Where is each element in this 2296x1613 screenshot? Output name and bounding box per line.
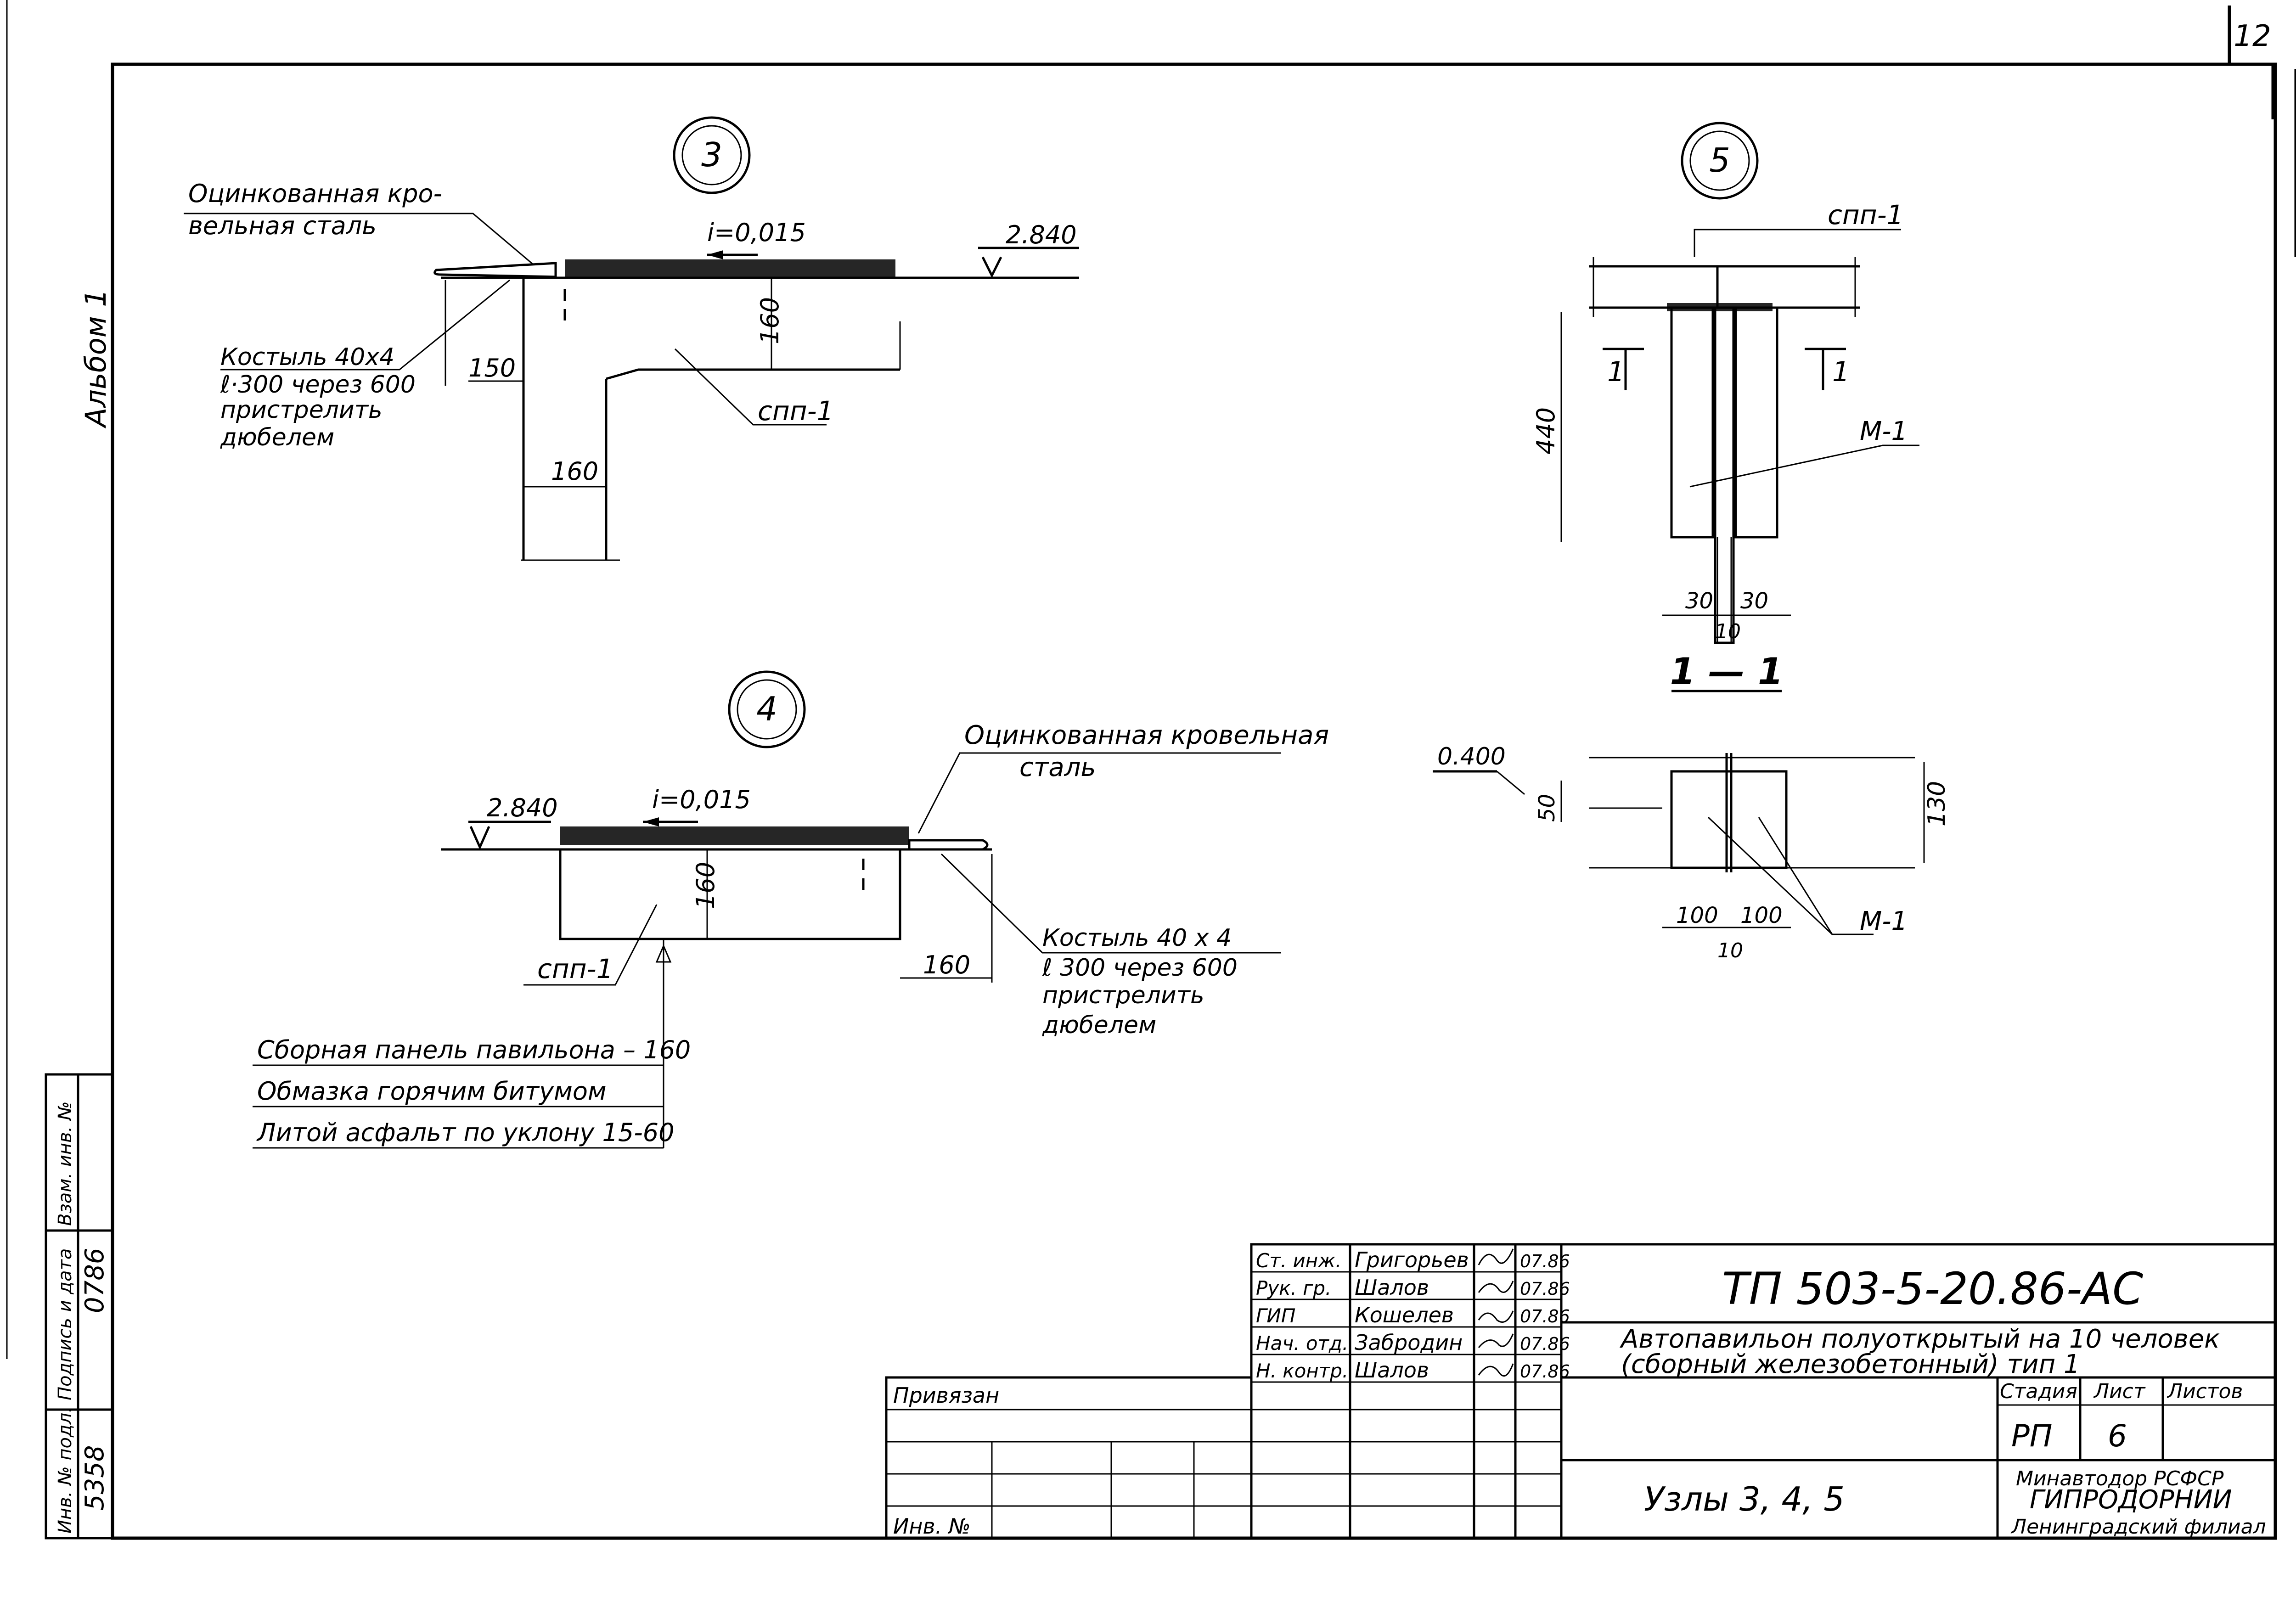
node-4-layer-2: Обмазка горячим битумом — [257, 1077, 607, 1106]
node-3-crutch-line2: ℓ·300 через 600 — [220, 371, 416, 399]
node-3-dim-160-vert: 160 — [755, 297, 784, 344]
stamp-date-value: 0786 — [80, 1248, 110, 1313]
org-line2: ГИПРОДОРНИИ — [2030, 1485, 2232, 1515]
node-3-panel-label: спп-1 — [758, 395, 834, 427]
org-line1: Минавтодор РСФСР — [2016, 1467, 2224, 1490]
section-title: 1 — 1 — [1670, 650, 1783, 693]
stage-header: Стадия — [2000, 1380, 2077, 1403]
org-line3: Ленинградский филиал — [2010, 1515, 2266, 1539]
node-5-section-mark-right: 1 — [1832, 356, 1850, 388]
album-label: Альбом 1 — [79, 289, 113, 429]
section-level: 0.400 — [1437, 743, 1506, 770]
node-4-crutch-line1: Костыль 40 x 4 — [1042, 924, 1232, 952]
section-dim-100-left: 100 — [1676, 903, 1718, 928]
section-dim-100-right: 100 — [1740, 903, 1783, 928]
node-4-layer-3: Литой асфальт по уклону 15-60 — [256, 1118, 674, 1147]
node-3-crutch-line1: Костыль 40x4 — [220, 343, 394, 371]
node-3-material-line2: вельная сталь — [188, 211, 377, 240]
signer-2-name: Шалов — [1355, 1275, 1429, 1300]
node-4-crutch-line2: ℓ 300 через 600 — [1042, 954, 1238, 982]
node-4-crutch-line3: пристрелить — [1042, 982, 1204, 1009]
node-4-crutch-line4: дюбелем — [1042, 1012, 1156, 1039]
stage-value: РП — [2011, 1418, 2052, 1454]
node-4-material-line2: сталь — [1019, 753, 1096, 782]
node-5: 5 440 30 30 10 1 1 спп-1 М-1 — [1531, 122, 1919, 644]
node-5-section-mark-left: 1 — [1607, 356, 1625, 388]
node-3-material-line1: Оцинкованная кро- — [188, 179, 442, 208]
node-3-slope: i=0,015 — [707, 218, 806, 247]
node-4: 4 i=0,015 2.840 160 160 Оцинкованная кро… — [253, 670, 1329, 1149]
node-5-part-label: М-1 — [1860, 416, 1908, 446]
bound-label: Привязан — [893, 1383, 999, 1408]
node-4-number: 4 — [756, 690, 777, 728]
node-3-crutch-line4: дюбелем — [220, 424, 334, 451]
sheet-value: 6 — [2108, 1418, 2127, 1454]
title-project-line2: (сборный железобетонный) тип 1 — [1621, 1349, 2080, 1379]
node-3-dim-150: 150 — [468, 354, 516, 382]
section-dim-50: 50 — [1534, 794, 1560, 822]
stamp-inv-value: 5358 — [80, 1445, 110, 1511]
node-3: 3 i=0,015 2.840 150 160 160 Оцинкованная… — [184, 116, 1079, 561]
signer-5-date: 07.86 — [1520, 1361, 1570, 1382]
title-sheet-title: Узлы 3, 4, 5 — [1644, 1480, 1845, 1518]
section-dim-10: 10 — [1717, 939, 1743, 962]
node-3-number: 3 — [701, 135, 722, 174]
signer-4-role: Нач. отд. — [1256, 1332, 1348, 1354]
signature-5 — [1478, 1363, 1514, 1377]
node-4-level: 2.840 — [487, 793, 558, 822]
node-4-material-line1: Оцинкованная кровельная — [964, 720, 1329, 750]
title-block: ТП 503-5-20.86-АС Автопавильон полуоткры… — [885, 1243, 2277, 1540]
signer-4-name: Забродин — [1355, 1330, 1463, 1355]
signer-1-name: Григорьев — [1355, 1248, 1469, 1272]
title-code: ТП 503-5-20.86-АС — [1722, 1263, 2143, 1315]
stamp-col-inv: Инв. № подл. — [55, 1407, 76, 1534]
title-project-line1: Автопавильон полуоткрытый на 10 человек — [1620, 1324, 2220, 1354]
stamp-col-sign: Подпись и дата — [55, 1248, 76, 1400]
signature-2 — [1478, 1281, 1514, 1293]
inv-label: Инв. № — [893, 1514, 971, 1539]
node-3-dim-160-horz: 160 — [551, 457, 598, 486]
signature-4 — [1478, 1333, 1514, 1348]
signer-3-role: ГИП — [1256, 1304, 1295, 1327]
node-4-dim-160-vert: 160 — [691, 862, 720, 909]
node-5-dim-10: 10 — [1715, 620, 1741, 643]
signer-4-date: 07.86 — [1520, 1334, 1570, 1354]
node-5-panel-label: спп-1 — [1828, 199, 1904, 230]
node-4-layer-1: Сборная панель павильона – 160 — [257, 1035, 691, 1064]
signer-5-role: Н. контр. — [1256, 1360, 1348, 1382]
node-4-panel-label: спп-1 — [537, 953, 613, 984]
node-5-dim-440: 440 — [1531, 407, 1560, 455]
signer-2-role: Рук. гр. — [1256, 1277, 1331, 1299]
left-stamp: Инв. № подл. Подпись и дата Взам. инв. №… — [45, 1073, 114, 1540]
node-5-number: 5 — [1709, 141, 1730, 180]
signer-1-date: 07.86 — [1520, 1251, 1570, 1271]
signature-3 — [1478, 1310, 1514, 1323]
sheet-number: 12 — [2234, 19, 2271, 53]
section-dim-130: 130 — [1923, 781, 1951, 826]
node-5-dim-30-right: 30 — [1740, 588, 1768, 614]
signer-1-role: Ст. инж. — [1256, 1249, 1341, 1272]
signer-5-name: Шалов — [1355, 1358, 1429, 1383]
node-5-dim-30-left: 30 — [1685, 588, 1713, 614]
node-4-slope: i=0,015 — [652, 785, 751, 814]
node-3-level: 2.840 — [1006, 220, 1077, 249]
sheets-header: Листов — [2167, 1380, 2243, 1403]
section-1-1: 1 — 1 0.400 50 130 100 100 10 М-1 — [1433, 650, 1951, 962]
stamp-col-replace: Взам. инв. № — [55, 1101, 76, 1226]
signer-3-name: Кошелев — [1355, 1303, 1454, 1327]
signer-2-date: 07.86 — [1520, 1279, 1570, 1299]
signer-3-date: 07.86 — [1520, 1306, 1570, 1326]
section-part-label: М-1 — [1860, 906, 1908, 936]
signature-1 — [1478, 1248, 1514, 1265]
sheet-header: Лист — [2093, 1380, 2146, 1403]
node-4-dim-160-horz: 160 — [923, 950, 970, 979]
node-3-crutch-line3: пристрелить — [220, 396, 383, 424]
